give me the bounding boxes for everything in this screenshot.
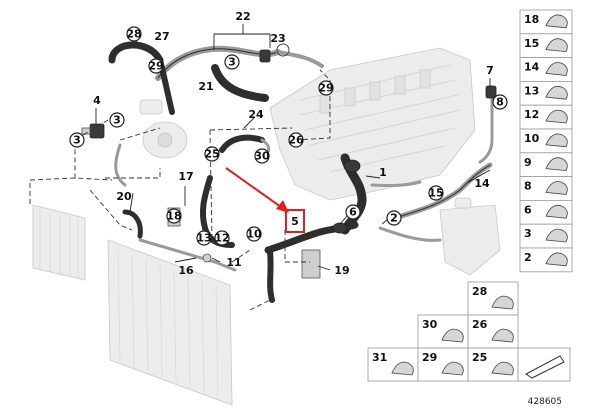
legend-item-3: 3 [519,223,573,249]
callout-20: 20 [116,190,132,203]
callout-29-right: 29 [318,82,333,95]
wedge-icon [525,355,565,379]
legend-item-13: 13 [519,81,573,106]
legend-item-31-label: 31 [372,351,387,364]
callout-28: 28 [126,28,141,41]
legend-item-31-part-icon [391,361,414,376]
legend-item-9-label: 9 [524,156,532,169]
legend-item-2: 2 [519,247,573,273]
legend-item-15-label: 15 [524,37,539,50]
callout-16: 16 [178,264,194,277]
callout-3-left: 3 [73,134,81,147]
callout-6: 6 [349,206,357,219]
callout-26: 26 [288,134,304,147]
legend-item-29-label: 29 [422,351,437,364]
legend-item-14-label: 14 [524,61,540,74]
callout-7: 7 [486,64,494,77]
callout-3-mid: 3 [113,114,121,127]
legend-item-26-label: 26 [472,318,488,331]
legend-item-25: 25 [467,347,519,382]
legend-item-28-part-icon [491,295,514,310]
callout-14: 14 [474,177,490,190]
callout-19: 19 [334,264,349,277]
callout-24: 24 [248,108,264,121]
legend-item-25-label: 25 [472,351,487,364]
callout-22: 22 [235,10,250,23]
legend-item-3-part-icon [545,228,568,243]
legend-item-29-part-icon [441,361,464,376]
callout-4: 4 [93,94,101,107]
legend-item-28-label: 28 [472,285,487,298]
aux-radiator-ghost [32,204,86,281]
legend-item-13-part-icon [545,85,568,100]
legend-item-15: 15 [519,33,573,58]
legend-item-2-part-icon [545,252,568,267]
legend-item-26: 26 [467,314,519,349]
callout-15: 15 [428,187,443,200]
callout-12: 12 [214,232,229,245]
legend-item-10-part-icon [545,133,568,148]
legend-item-6: 6 [519,199,573,225]
callout-10: 10 [246,228,262,241]
highlight-box [285,209,305,233]
legend-item-18: 18 [519,9,573,35]
legend-item-6-label: 6 [524,203,532,216]
legend-item-18-label: 18 [524,13,539,26]
callout-18: 18 [166,210,181,223]
legend-item-30: 30 [417,314,469,349]
legend-item-14-part-icon [545,62,568,76]
callout-1: 1 [379,166,387,179]
callout-17: 17 [178,170,193,183]
callout-3-top: 3 [228,56,236,69]
callout-8: 8 [496,96,504,109]
legend-item-30-part-icon [441,328,464,343]
callout-29-left: 29 [148,60,163,73]
callout-21: 21 [198,80,213,93]
leader-lines [95,24,491,271]
callout-13: 13 [196,232,211,245]
expansion-tank-ghost [439,197,501,276]
radiator-ghost [107,239,233,406]
legend-item-3-label: 3 [524,227,532,240]
legend-item-28: 28 [467,281,519,316]
legend-item-25-part-icon [491,361,514,376]
legend-item-10-label: 10 [524,132,540,145]
legend-wedge-cell [517,347,571,382]
legend-item-9-part-icon [545,157,568,172]
callout-30: 30 [254,150,270,163]
highlight-arrow [225,167,289,213]
legend-item-29: 29 [417,347,469,382]
callout-5: 5 [291,215,299,228]
callouts: 27 28 22 23 29 3 21 29 4 3 3 24 26 25 30… [69,10,508,277]
legend-item-12-label: 12 [524,108,539,121]
legend-item-13-label: 13 [524,84,539,97]
legend-item-14: 14 [519,57,573,82]
callout-23: 23 [270,32,285,45]
diagram-id: 428605 [528,397,562,407]
legend-item-10: 10 [519,128,573,154]
legend-item-6-part-icon [545,204,568,219]
legend-item-2-label: 2 [524,251,532,264]
legend-item-18-part-icon [545,14,568,29]
callout-2: 2 [390,212,398,225]
callout-27: 27 [154,30,169,43]
legend-item-30-label: 30 [422,318,438,331]
bottom-legend: 28 30 26 31 29 25 [367,281,571,382]
legend-item-12-part-icon [545,109,568,124]
legend-item-26-part-icon [491,328,514,343]
callout-11: 11 [226,256,241,269]
legend-item-8: 8 [519,176,573,201]
side-legend: 18 15 14 13 12 10 9 8 6 3 2 [519,9,573,273]
legend-item-8-label: 8 [524,180,532,193]
legend-item-31: 31 [367,347,419,382]
legend-item-15-part-icon [545,38,568,53]
legend-item-9: 9 [519,152,573,178]
legend-item-8-part-icon [545,181,568,195]
callout-25: 25 [204,148,219,161]
legend-item-12: 12 [519,104,573,130]
water-pump-ghost [139,99,188,159]
